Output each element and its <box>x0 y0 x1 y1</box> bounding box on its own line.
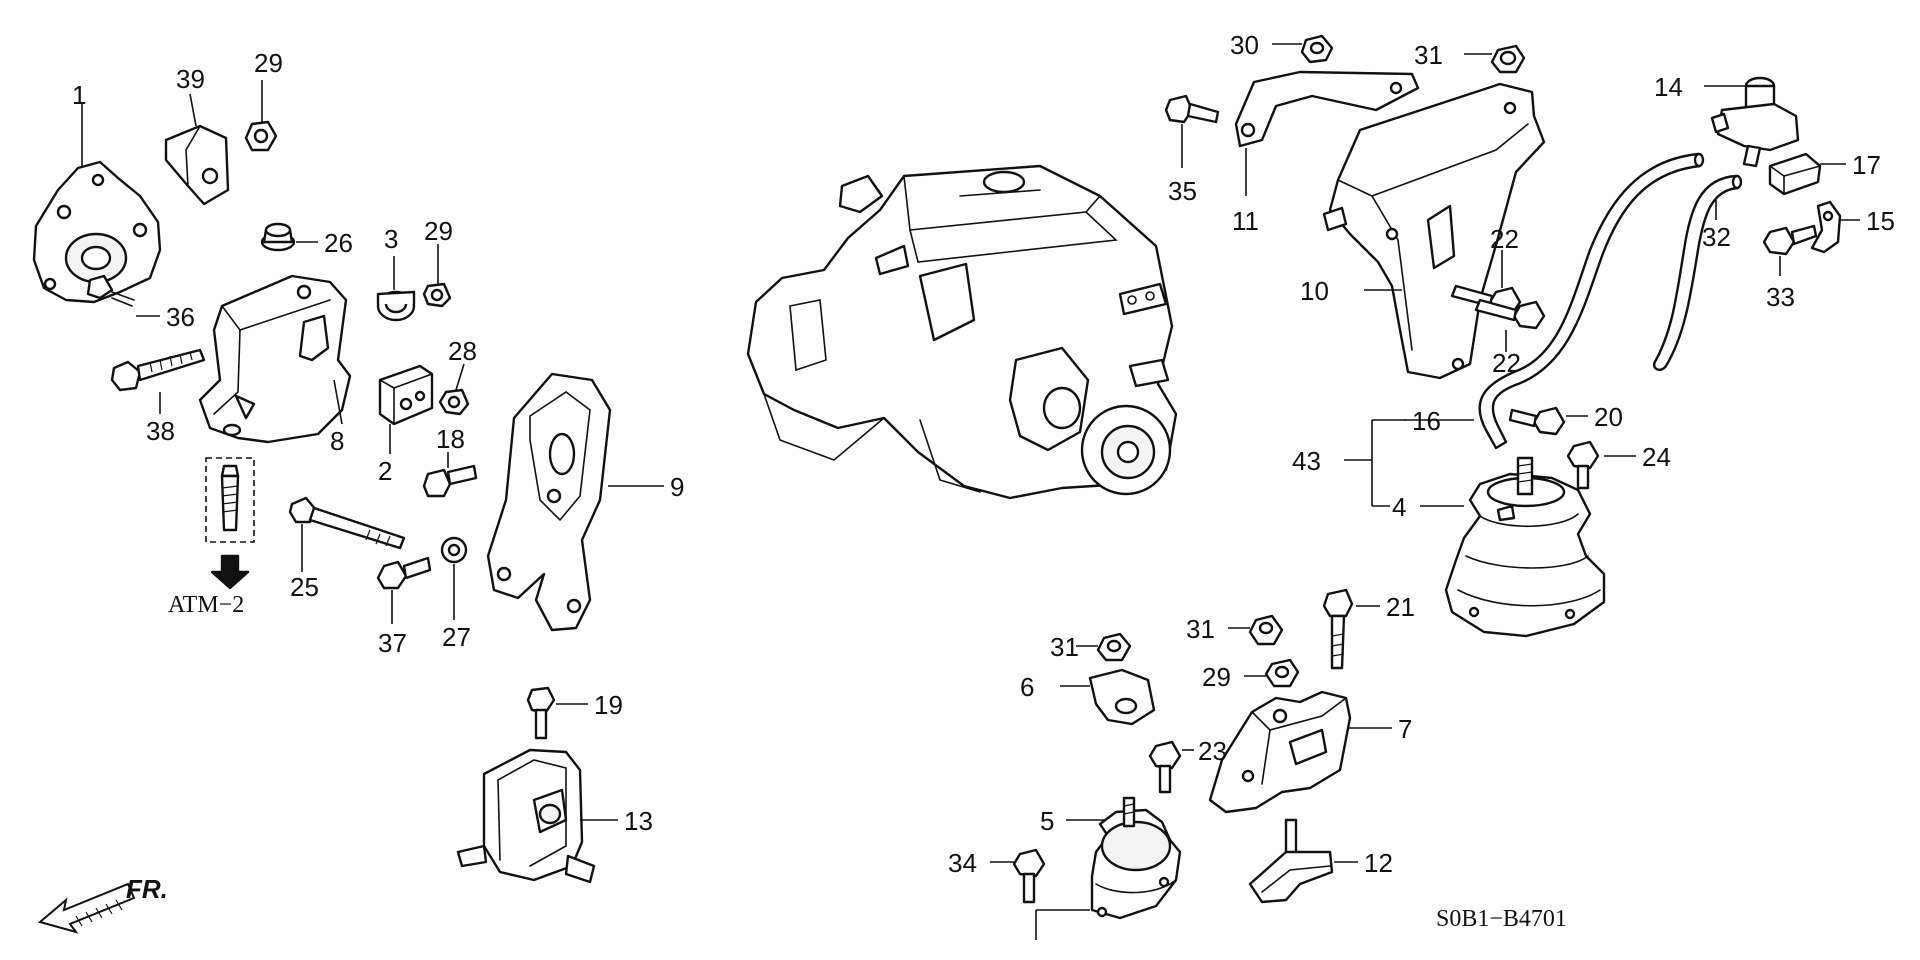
callout-29-lower: 29 <box>1202 662 1231 692</box>
callout-32: 32 <box>1702 222 1731 252</box>
callout-10: 10 <box>1300 276 1329 306</box>
part-39-stopper <box>164 124 230 206</box>
callout-8: 8 <box>330 426 344 456</box>
part-15-valve-bracket <box>1810 200 1842 254</box>
callout-26: 26 <box>324 228 353 258</box>
callout-17: 17 <box>1852 150 1881 180</box>
callout-25: 25 <box>290 572 319 602</box>
callout-12: 12 <box>1364 848 1393 878</box>
callout-29-mid: 29 <box>424 216 453 246</box>
part-27-washer <box>440 536 468 564</box>
part-17-cushion <box>1768 152 1822 196</box>
part-1-mount-bracket <box>32 160 162 304</box>
callout-3: 3 <box>384 224 398 254</box>
part-37-bolt <box>376 556 432 590</box>
callout-7: 7 <box>1398 714 1412 744</box>
callout-18: 18 <box>436 424 465 454</box>
callout-35: 35 <box>1168 176 1197 206</box>
part-12-stopper <box>1248 818 1334 904</box>
callout-43: 43 <box>1292 446 1321 476</box>
engine-assembly <box>746 164 1178 500</box>
callout-13: 13 <box>624 806 653 836</box>
part-28-nut <box>438 388 470 416</box>
part-10-engine-side-bracket <box>1322 82 1546 380</box>
callout-36: 36 <box>166 302 195 332</box>
callout-38: 38 <box>146 416 175 446</box>
callout-23: 23 <box>1198 736 1227 766</box>
part-21-bolt <box>1322 588 1354 670</box>
callout-30: 30 <box>1230 30 1259 60</box>
part-18-bolt <box>422 464 478 498</box>
part-31-nut-top <box>1490 44 1526 74</box>
callout-1: 1 <box>72 80 86 110</box>
part-30-nut <box>1300 34 1334 64</box>
part-19-bolt <box>526 686 556 740</box>
callout-15: 15 <box>1866 206 1895 236</box>
part-4-front-mount <box>1444 456 1606 638</box>
part-9-stiffener-bracket <box>486 372 612 632</box>
reference-atm-2: ATM−2 <box>168 592 244 618</box>
part-29-nut-upper <box>244 120 278 152</box>
callout-16: 16 <box>1412 406 1441 436</box>
part-33-bolt <box>1762 224 1818 256</box>
callout-2: 2 <box>378 456 392 486</box>
part-7-mount-bracket <box>1208 690 1352 814</box>
callout-39: 39 <box>176 64 205 94</box>
callout-37: 37 <box>378 628 407 658</box>
callout-28: 28 <box>448 336 477 366</box>
part-38-long-bolt <box>110 348 206 392</box>
callout-31-left: 31 <box>1050 632 1079 662</box>
part-6-mount-cap <box>1088 668 1156 726</box>
part-25-through-bolt <box>288 496 406 550</box>
part-31-nut-mid <box>1248 614 1284 646</box>
callout-19: 19 <box>594 690 623 720</box>
callout-20: 20 <box>1594 402 1623 432</box>
part-5-lower-mount <box>1090 796 1182 920</box>
part-24-bolt <box>1566 440 1600 490</box>
callout-29-upper: 29 <box>254 48 283 78</box>
part-29-nut-lower <box>1264 658 1300 688</box>
part-23-bolt <box>1148 740 1182 794</box>
part-36-bolt <box>86 274 135 307</box>
part-29-nut-mid <box>422 282 452 308</box>
part-22-bolt-lower <box>1474 298 1546 330</box>
part-32-vacuum-hose <box>1652 174 1743 371</box>
callout-31-mid: 31 <box>1186 614 1215 644</box>
callout-31-top: 31 <box>1414 40 1443 70</box>
part-35-bolt <box>1164 94 1220 124</box>
part-3-bushing <box>376 290 416 322</box>
part-11-stay <box>1234 70 1420 148</box>
part-14-solenoid-valve <box>1710 76 1800 168</box>
part-8-mount-bracket <box>198 274 352 444</box>
diagram-code: S0B1−B4701 <box>1436 906 1567 932</box>
callout-33: 33 <box>1766 282 1795 312</box>
callout-27: 27 <box>442 622 471 652</box>
part-2-clip <box>378 364 434 426</box>
callout-9: 9 <box>670 472 684 502</box>
direction-label: FR. <box>126 874 168 904</box>
group-43-bracket <box>1344 419 1406 507</box>
callout-22-upper: 22 <box>1490 224 1519 254</box>
callout-5: 5 <box>1040 806 1054 836</box>
callout-34: 34 <box>948 848 977 878</box>
callout-6: 6 <box>1020 672 1034 702</box>
callout-4: 4 <box>1392 492 1406 522</box>
part-13-rear-mount <box>456 748 596 884</box>
callout-11: 11 <box>1232 206 1259 236</box>
part-31-nut-left <box>1096 632 1132 662</box>
part-26-flange-nut <box>260 222 296 252</box>
part-34-bolt <box>1012 848 1046 904</box>
callout-24: 24 <box>1642 442 1671 472</box>
callout-14: 14 <box>1654 72 1683 102</box>
callout-21: 21 <box>1386 592 1415 622</box>
stud-bolt-reference <box>205 457 255 590</box>
part-20-bolt <box>1508 406 1566 436</box>
front-direction-arrow: FR. <box>37 874 168 934</box>
part-16-vacuum-hose <box>1478 152 1705 450</box>
